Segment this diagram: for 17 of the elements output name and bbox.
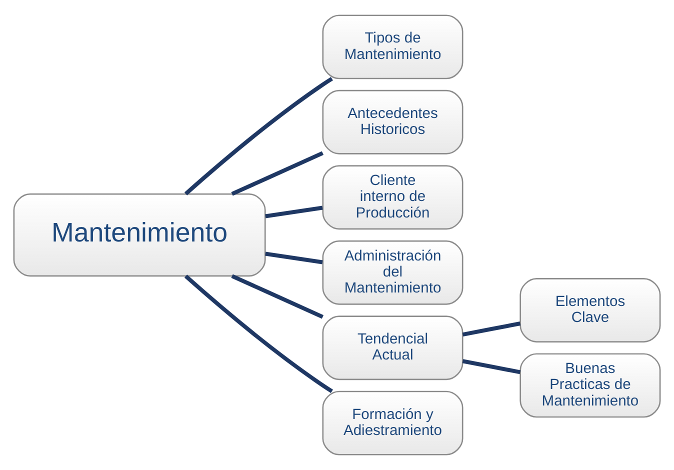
connector — [265, 206, 323, 218]
connector — [462, 359, 521, 374]
node-box: Tendencial Actual — [322, 316, 464, 380]
connector — [184, 76, 333, 196]
connector — [184, 274, 333, 394]
node-box: Cliente interno de Producción — [322, 165, 464, 230]
node-box: Administración del Mantenimiento — [322, 240, 464, 305]
connector — [231, 151, 324, 196]
node-box: Buenas Practicas de Mantenimiento — [520, 353, 661, 418]
node-box: Antecedentes Historicos — [322, 90, 464, 154]
node-box: Tipos de Mantenimiento — [322, 14, 464, 80]
node-box: Mantenimiento — [13, 193, 266, 277]
connector — [265, 252, 323, 264]
connector — [462, 322, 521, 337]
connector — [231, 274, 324, 319]
node-box: Elementos Clave — [520, 278, 661, 342]
node-box: Formación y Adiestramiento — [322, 390, 464, 456]
